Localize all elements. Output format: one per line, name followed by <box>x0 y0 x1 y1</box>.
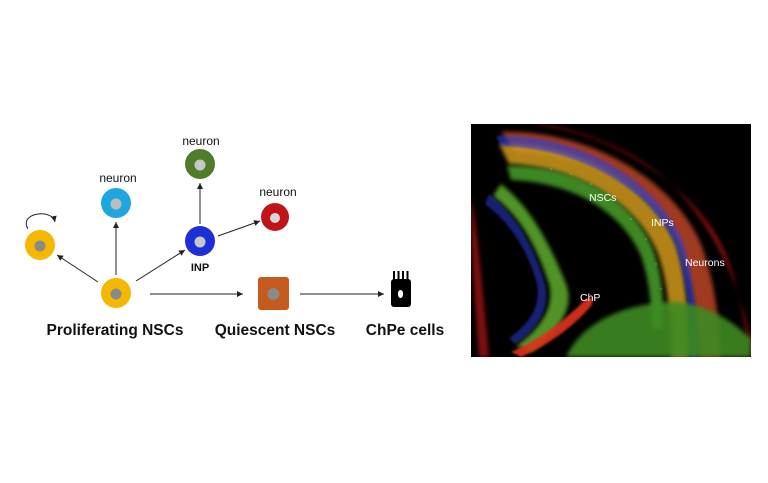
micrograph-image: NSCs INPs Neurons ChP <box>471 124 751 357</box>
neuron-green-cell <box>185 149 215 179</box>
inp-label: INP <box>191 262 209 274</box>
neuron-blue-cell <box>101 188 131 218</box>
neuron-top-label: neuron <box>182 134 219 148</box>
arrows <box>25 183 384 297</box>
lineage-diagram: neuron neuron neuron INP Proliferating N… <box>25 134 444 339</box>
self-renewing-nsc-cell <box>25 230 55 260</box>
self-renewal-loop-arrow <box>25 213 57 230</box>
quiescent-nsc-cell <box>258 277 289 310</box>
neuron-right-label: neuron <box>259 185 296 199</box>
chpe-cell-icon <box>391 271 411 307</box>
micrograph-label-neurons: Neurons <box>685 257 725 269</box>
neuron-left-label: neuron <box>99 171 136 185</box>
micrograph-label-inps: INPs <box>651 217 674 229</box>
fluorescence-micrograph: NSCs INPs Neurons ChP <box>471 124 751 357</box>
neuron-red-cell <box>261 203 289 231</box>
micrograph-label-nscs: NSCs <box>589 192 616 204</box>
proliferating-nsc-cell <box>101 278 131 308</box>
inp-cell <box>185 226 215 256</box>
arrow-inp-to-neuron-right <box>217 220 261 237</box>
micrograph-label-chp: ChP <box>580 292 600 304</box>
quiescent-nscs-label: Quiescent NSCs <box>215 322 336 339</box>
arrow-to-self-renewing-nsc <box>56 254 99 283</box>
chpe-cells-label: ChPe cells <box>366 322 444 339</box>
arrow-to-inp <box>135 249 186 282</box>
proliferating-nscs-label: Proliferating NSCs <box>47 322 184 339</box>
